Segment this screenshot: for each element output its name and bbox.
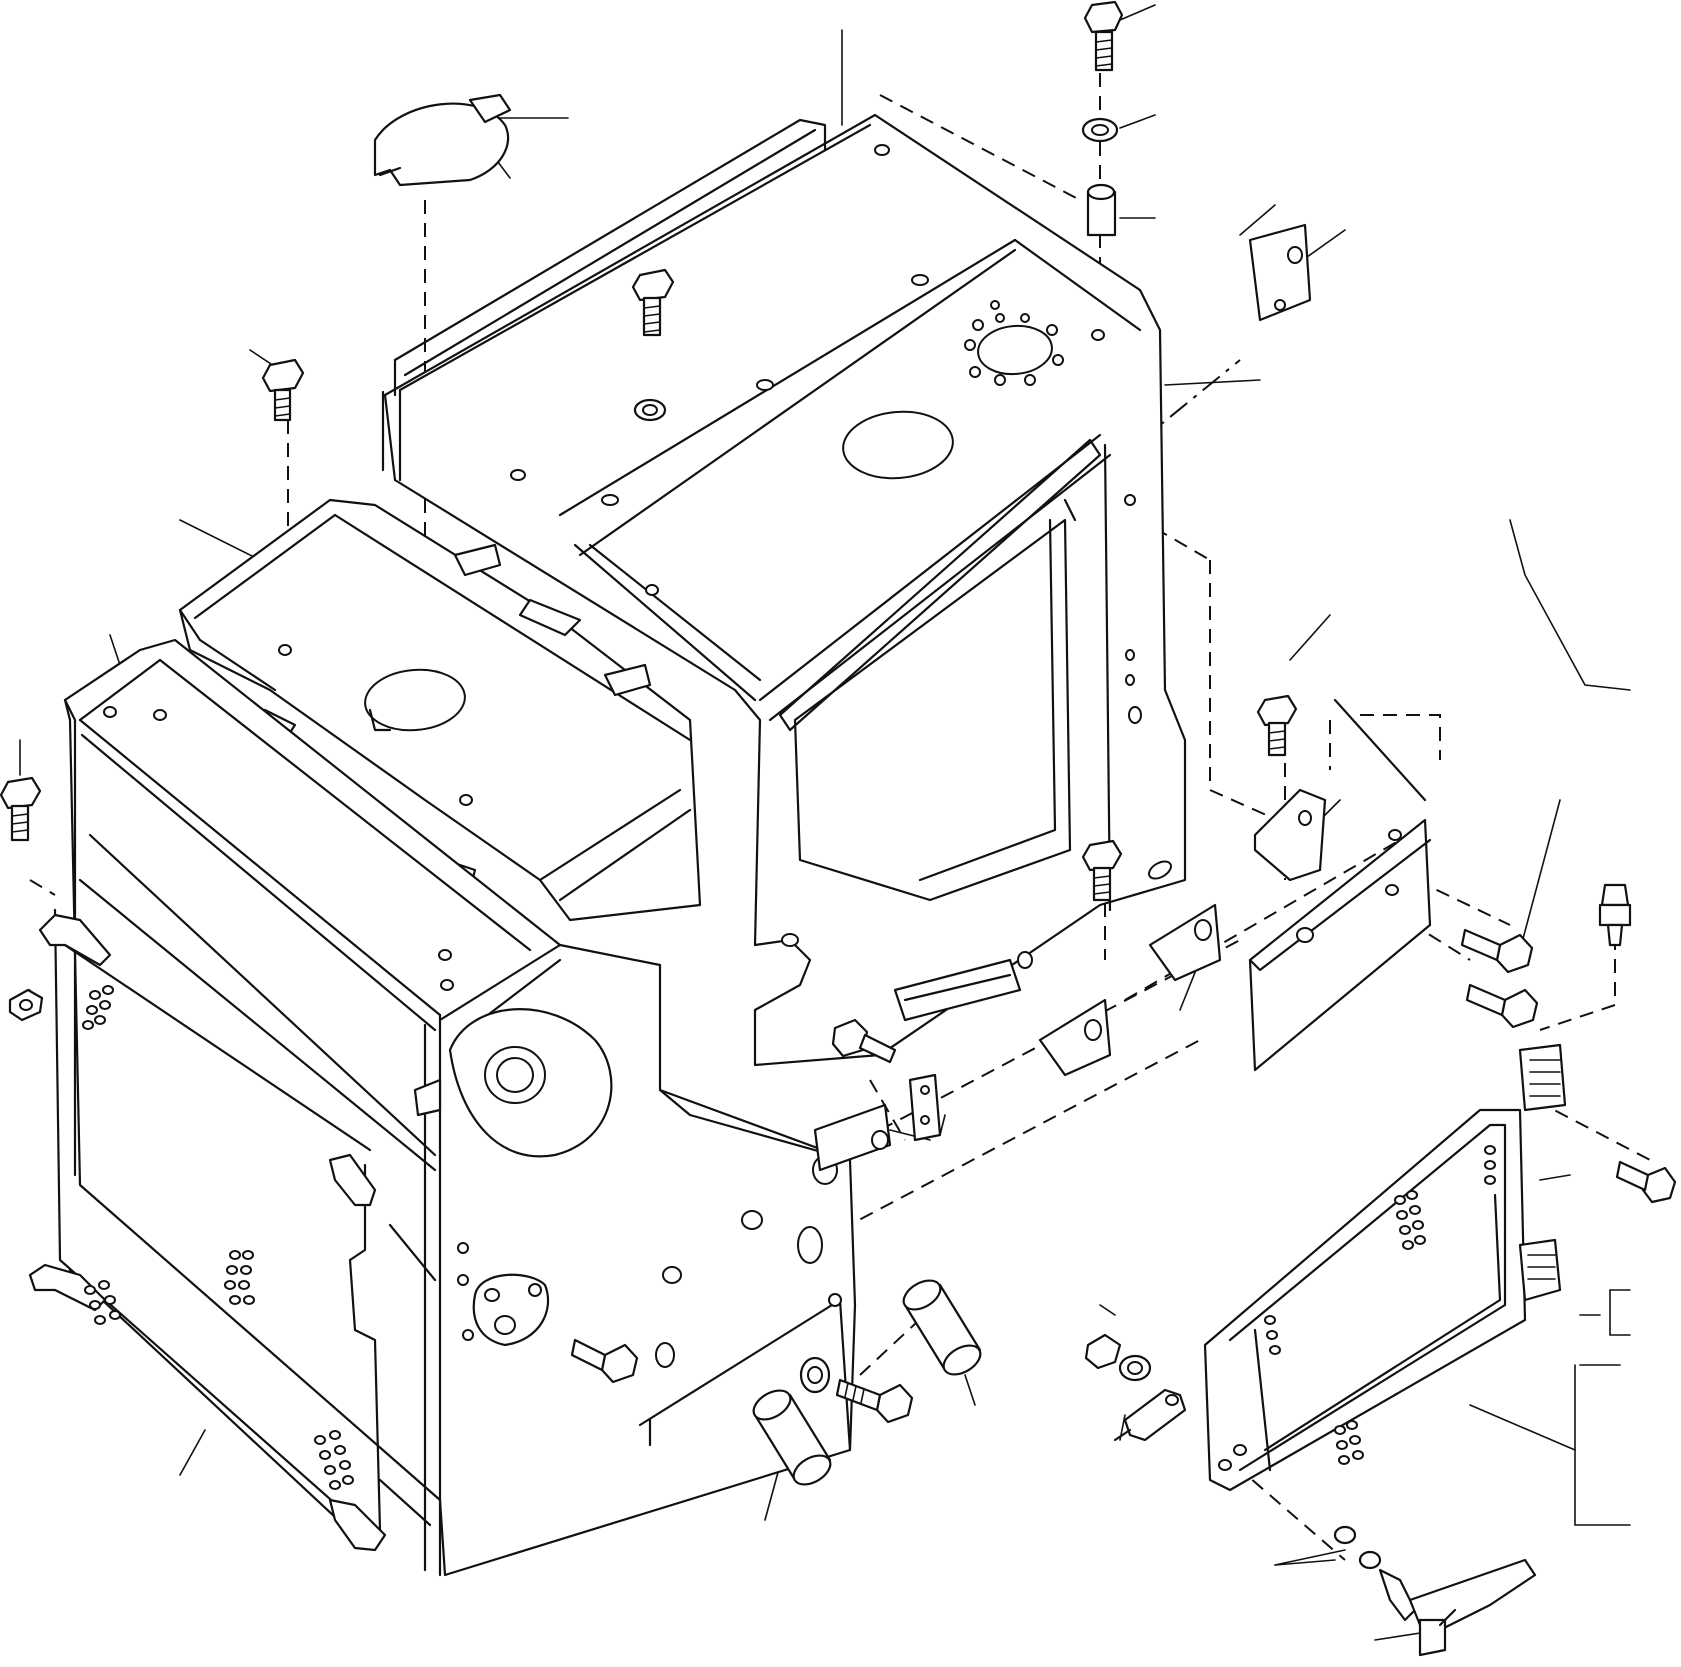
- pin-left: [752, 1389, 832, 1486]
- latch-parts: [1084, 1333, 1537, 1657]
- spacer-top-right: [1086, 183, 1117, 237]
- pin-right: [902, 1279, 982, 1376]
- grease-fitting: [1598, 883, 1632, 947]
- main-enclosure: [63, 638, 892, 1577]
- perforation-pattern: [82, 985, 354, 1490]
- bolt-deck-plate-left: [831, 1018, 897, 1064]
- washer-top-right: [1081, 117, 1119, 143]
- bolt-top-right: [1083, 0, 1124, 72]
- bolt-lower-plate: [570, 1338, 639, 1384]
- bolt-angled-2: [1465, 983, 1539, 1029]
- bolt-plate-lower: [472, 1273, 550, 1347]
- bolt-lower-center: [799, 1356, 914, 1424]
- bolt-bracket-right: [1256, 694, 1298, 757]
- door-perforation: [1264, 1145, 1496, 1465]
- mounting-brackets: [893, 223, 1327, 1142]
- top-deck-plate: [381, 113, 1187, 1067]
- bolt-deck-center: [631, 268, 675, 422]
- bolt-bracket-center: [1081, 839, 1123, 902]
- side-frame-bracket: [1248, 698, 1432, 1072]
- nut-far-left: [8, 988, 44, 1022]
- bolts: [0, 0, 1677, 1424]
- bolt-angled-1: [1460, 928, 1534, 974]
- bolt-circle-holes: [964, 300, 1064, 386]
- pins: [752, 1279, 982, 1486]
- bolt-far-left: [0, 776, 42, 842]
- bolt-cover-left: [261, 358, 305, 422]
- side-door-right: [1203, 1043, 1567, 1492]
- front-door-left: [28, 908, 387, 1552]
- bolt-door-hinge: [1615, 1160, 1677, 1204]
- filler-cap: [373, 93, 512, 187]
